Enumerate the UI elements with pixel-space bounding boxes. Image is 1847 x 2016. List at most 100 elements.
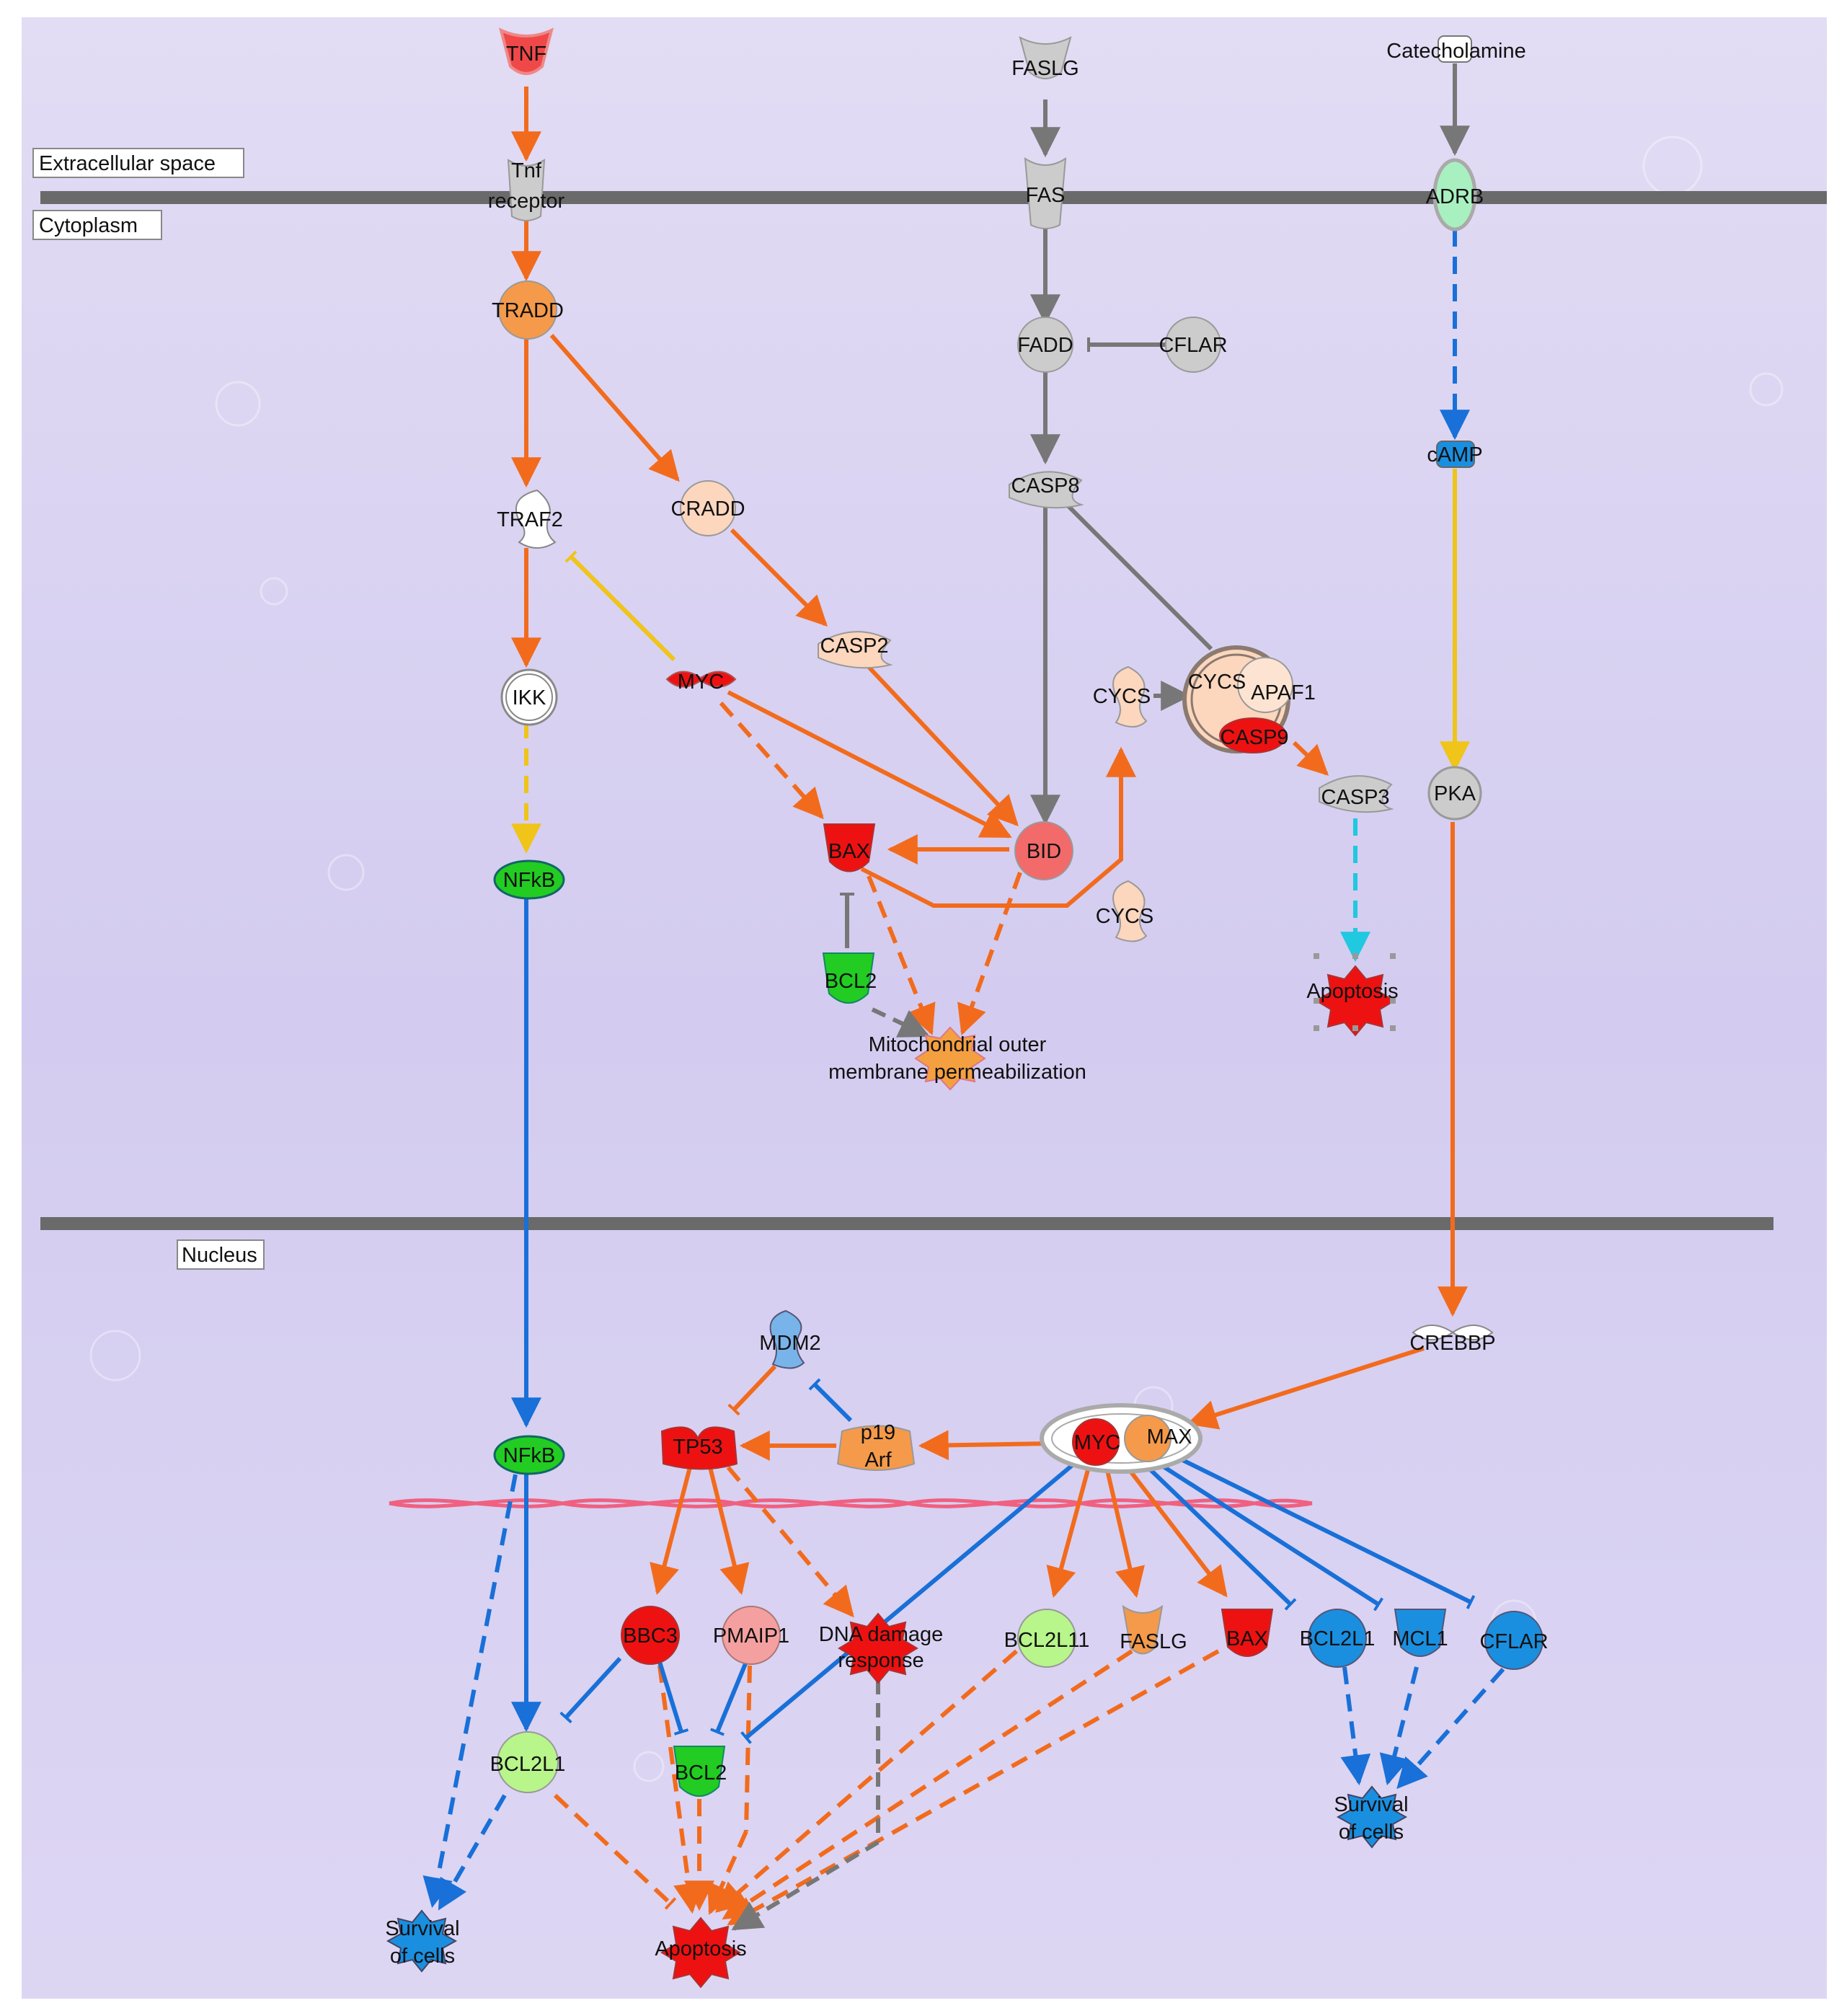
node-faslg-nuc[interactable]: FASLG [1120, 1604, 1187, 1655]
node-adrb[interactable]: ADRB [1426, 158, 1484, 231]
edge-mdm2-p19arf [808, 1378, 853, 1423]
svg-text:BCL2L1: BCL2L1 [490, 1753, 566, 1776]
svg-text:FADD: FADD [1017, 334, 1073, 357]
node-pmaip1[interactable]: PMAIP1 [713, 1606, 789, 1665]
svg-text:membrane permeabilization: membrane permeabilization [828, 1061, 1086, 1084]
svg-text:CFLAR: CFLAR [1159, 334, 1227, 357]
node-crebbp[interactable]: CREBBP [1409, 1325, 1496, 1355]
node-casp2[interactable]: CASP2 [818, 631, 893, 669]
node-apoptosis-top[interactable]: Apoptosis [1306, 953, 1399, 1037]
node-tradd[interactable]: TRADD [492, 280, 564, 340]
node-mdm2[interactable]: MDM2 [759, 1309, 821, 1369]
node-tp53[interactable]: TP53 [660, 1426, 738, 1470]
svg-text:CYCS: CYCS [1096, 905, 1154, 928]
svg-text:TRADD: TRADD [492, 299, 564, 322]
edges [422, 63, 1505, 1931]
svg-text:TRAF2: TRAF2 [497, 508, 563, 531]
edge-tp53-bbc3 [650, 1467, 692, 1596]
svg-text:BBC3: BBC3 [623, 1624, 678, 1648]
svg-text:TNF: TNF [506, 43, 546, 66]
node-casp3[interactable]: CASP3 [1319, 775, 1394, 813]
node-cycs-b[interactable]: CYCS [1096, 880, 1154, 942]
node-faslg-top[interactable]: FASLG [1011, 36, 1079, 80]
svg-text:APAF1: APAF1 [1251, 681, 1316, 704]
node-bcl2l1-right[interactable]: BCL2L1 [1300, 1609, 1376, 1668]
svg-text:MYC: MYC [1074, 1431, 1120, 1454]
edge-bcl2l11-apoptosis [714, 1649, 1018, 1913]
svg-text:NFkB: NFkB [503, 869, 556, 892]
node-catecholamine[interactable]: Catecholamine [1386, 35, 1526, 63]
node-bax-top[interactable]: BAX [823, 823, 876, 872]
node-fas[interactable]: FAS [1024, 157, 1067, 229]
edge-bcl2-momp [871, 1007, 930, 1038]
edge-casp8-complex [1065, 503, 1213, 651]
edge-casp2-bid [867, 665, 1019, 827]
node-casp8[interactable]: CASP8 [1009, 471, 1084, 509]
svg-text:CREBBP: CREBBP [1409, 1332, 1495, 1355]
node-nfkb-nuc[interactable]: NFkB [493, 1435, 565, 1475]
node-tnf[interactable]: TNF [499, 27, 554, 75]
svg-text:MDM2: MDM2 [759, 1332, 820, 1355]
node-momp[interactable]: Mitochondrial outer membrane permeabiliz… [828, 1026, 1086, 1091]
svg-text:PMAIP1: PMAIP1 [713, 1624, 789, 1648]
svg-text:receptor: receptor [488, 190, 565, 213]
node-cflar-top[interactable]: CFLAR [1159, 317, 1228, 373]
svg-text:Survival: Survival [385, 1917, 459, 1940]
node-tnf-receptor[interactable]: Tnf receptor [488, 159, 565, 221]
svg-text:ADRB: ADRB [1426, 185, 1484, 208]
svg-text:BCL2: BCL2 [825, 970, 877, 993]
svg-text:p19: p19 [861, 1421, 895, 1444]
node-survival-left[interactable]: Survival of cells [385, 1909, 460, 1973]
node-bcl2-top[interactable]: BCL2 [822, 952, 877, 1004]
svg-text:IKK: IKK [513, 686, 546, 709]
edge-bid-momp [957, 871, 1022, 1035]
edge-mcl1-survival [1379, 1666, 1419, 1786]
edge-myc-bax [719, 702, 824, 820]
svg-text:NFkB: NFkB [503, 1444, 556, 1467]
edge-mycmax-bcl2l1 [1140, 1460, 1297, 1611]
node-cradd[interactable]: CRADD [670, 480, 745, 536]
svg-text:MCL1: MCL1 [1392, 1627, 1448, 1650]
node-bax-nuc[interactable]: BAX [1221, 1609, 1274, 1657]
node-pka[interactable]: PKA [1427, 766, 1482, 821]
svg-text:BID: BID [1027, 840, 1061, 863]
svg-text:cAMP: cAMP [1427, 443, 1482, 467]
node-myc-max-complex[interactable]: MYC MAX [1040, 1403, 1202, 1474]
svg-text:BCL2L11: BCL2L11 [1004, 1629, 1090, 1652]
diagram-background [22, 17, 1827, 1999]
edge-complex-casp3 [1292, 740, 1329, 776]
node-cycs-a[interactable]: CYCS [1093, 666, 1151, 728]
svg-text:CASP2: CASP2 [820, 635, 888, 658]
edge-dna-apoptosis-b [731, 1840, 880, 1931]
edge-mycmax-bax [1122, 1462, 1228, 1598]
node-bid[interactable]: BID [1014, 821, 1073, 880]
edge-mycmax-mcl1 [1148, 1456, 1384, 1612]
edge-mdm2-tp53 [727, 1364, 777, 1416]
node-myc-top[interactable]: MYC [665, 671, 737, 694]
node-fadd[interactable]: FADD [1017, 317, 1073, 373]
node-camp[interactable]: cAMP [1427, 441, 1483, 468]
node-nfkb-top[interactable]: NFkB [493, 859, 565, 900]
node-bcl2l11[interactable]: BCL2L11 [1004, 1609, 1090, 1668]
edge-nfkbnuc-survival [422, 1474, 518, 1909]
svg-text:BAX: BAX [1226, 1627, 1268, 1650]
node-traf2[interactable]: TRAF2 [497, 489, 563, 549]
edge-tp53-dna [726, 1466, 854, 1618]
svg-text:Tnf: Tnf [511, 159, 542, 182]
node-bcl2-nuc[interactable]: BCL2 [673, 1746, 727, 1797]
svg-text:Catecholamine: Catecholamine [1386, 40, 1525, 63]
node-apoptosis-bottom[interactable]: Apoptosis [655, 1916, 747, 1989]
node-dna-damage[interactable]: DNA damage response [819, 1612, 944, 1684]
node-ikk[interactable]: IKK [500, 668, 558, 726]
node-cflar-nuc[interactable]: CFLAR [1479, 1611, 1549, 1670]
node-apoptosome-complex[interactable]: CYCS APAF1 CASP9 [1182, 645, 1316, 753]
node-p19arf[interactable]: p19 Arf [836, 1421, 916, 1472]
edge-bcl2l1-survival [438, 1794, 507, 1911]
node-bcl2l1-left[interactable]: BCL2L1 [490, 1731, 566, 1793]
node-bbc3[interactable]: BBC3 [621, 1606, 680, 1665]
node-mcl1[interactable]: MCL1 [1392, 1609, 1448, 1657]
svg-text:MAX: MAX [1147, 1425, 1192, 1449]
svg-text:Survival: Survival [1334, 1793, 1408, 1816]
node-survival-right[interactable]: Survival of cells [1334, 1785, 1409, 1849]
edge-pmaip1-bcl2 [709, 1661, 748, 1736]
